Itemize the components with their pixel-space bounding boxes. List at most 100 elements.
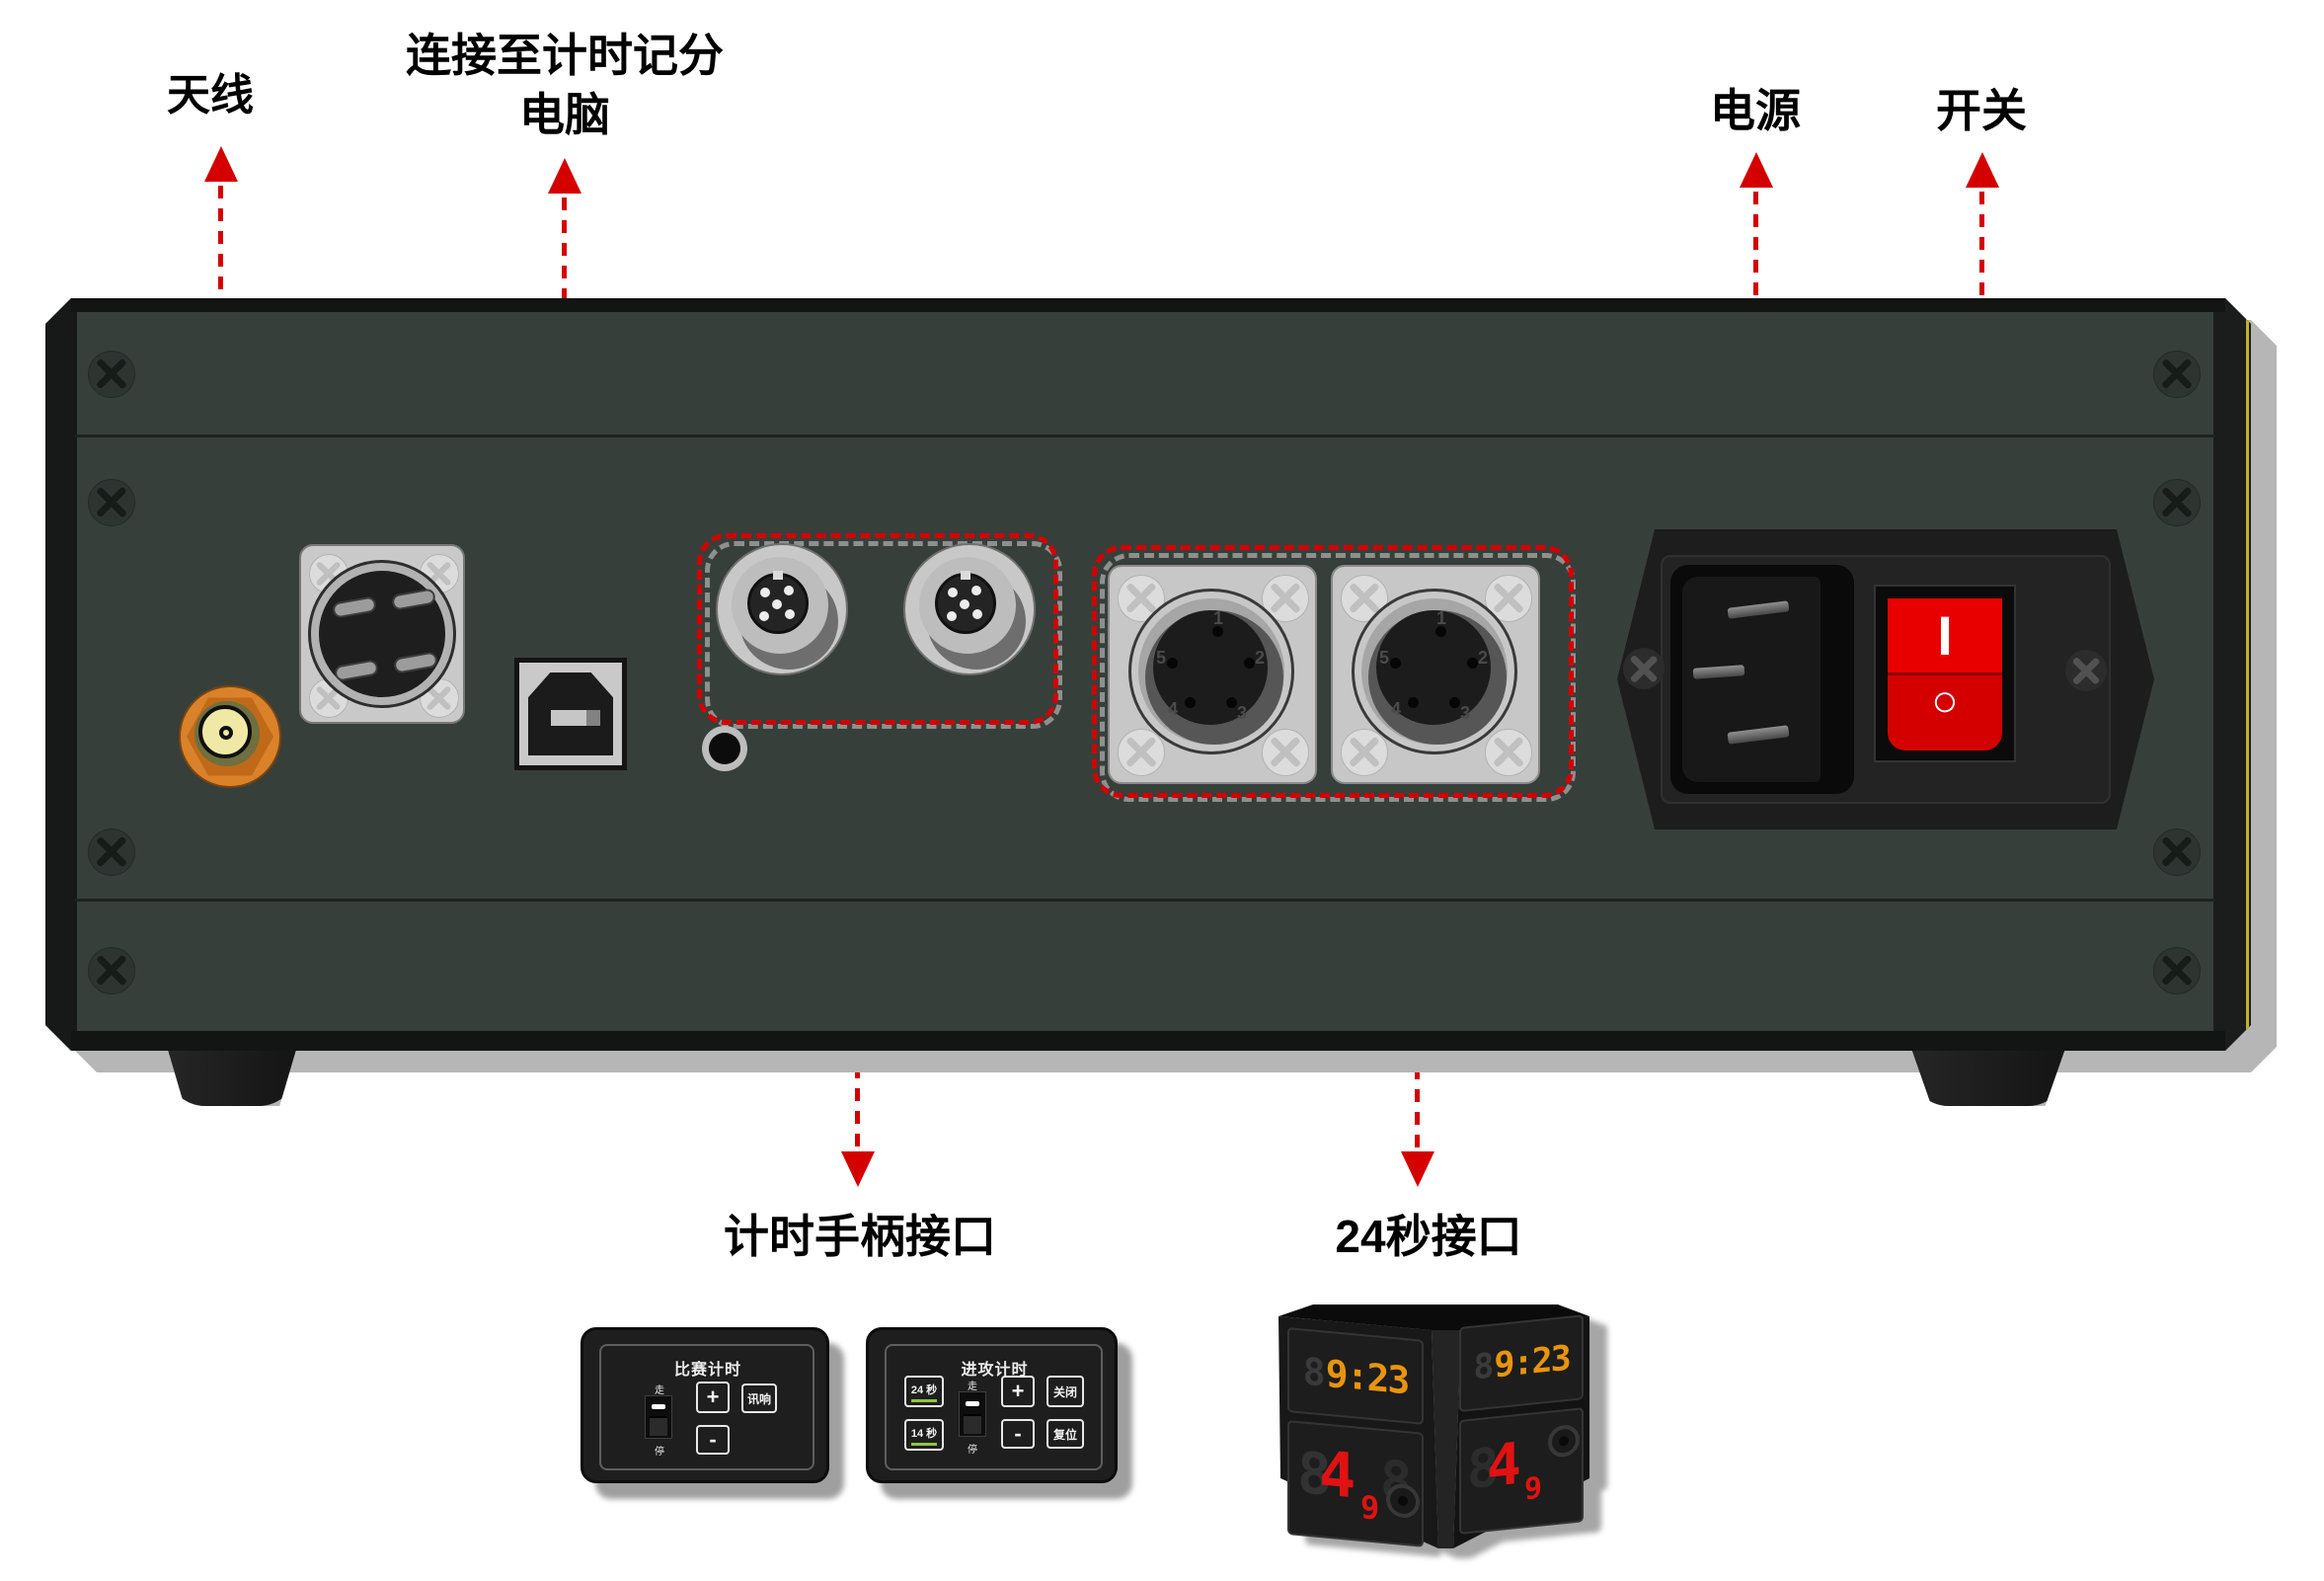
usb-b-port [514,658,627,770]
game-time-value: 9:23 [1325,1351,1409,1403]
rocker-off-half: ○ [1888,675,2002,751]
switch-label: 开关 [1936,85,2027,136]
screw-icon [1623,648,1665,689]
toggle-stop-label: 停 [655,1447,664,1458]
ghost-digit: 8 [1473,1346,1495,1388]
screw-icon [2153,479,2201,526]
attack-clock-handle-panel: 进攻计时 24 秒 14 秒 走 停 + - 关闭 复位 [866,1327,1118,1483]
din-pin [948,588,958,597]
shot-plus-button[interactable]: + [1001,1376,1035,1407]
pin-number: 3 [1459,703,1470,723]
shot-time-display: 8 4 9 8 [1287,1420,1424,1547]
handle-ports-highlight-gray [705,541,1062,729]
horn-center [1398,1495,1408,1507]
chassis-bottom-edge [71,1031,2225,1051]
time-minus-button[interactable]: - [696,1425,730,1455]
xlr5-pinhole [1185,697,1196,708]
ghost-digit: 8 [1302,1349,1326,1395]
din-pin [759,611,769,621]
screw-icon [88,829,135,876]
cube-left-displays: 8 9:23 8 4 9 8 [1287,1325,1426,1549]
chassis-right-accent [2246,308,2249,1041]
set-14s-button[interactable]: 14 秒 [904,1419,944,1451]
shot24-xlr5-connector-2: 1 2 3 4 5 [1331,565,1540,784]
set-24s-button[interactable]: 24 秒 [904,1376,944,1407]
shot-seconds-value: 4 [1319,1436,1356,1513]
din-pin [972,609,982,619]
din-pin [772,599,782,609]
toggle-run-label: 走 [968,1382,977,1392]
xlr5-pinhole [1244,658,1255,669]
computer-label-line2: 电脑 [519,89,610,140]
panel-title: 进攻计时 [961,1362,1029,1379]
run-stop-toggle[interactable] [959,1391,986,1437]
screw-icon [88,479,135,526]
shot24-arrow-icon [1401,1151,1434,1187]
pin-number: 5 [1155,648,1166,668]
shot-tenths-value: 9 [1360,1487,1380,1528]
handle-din-connector-2 [903,543,1036,675]
xlr5-pinhole [1390,658,1401,669]
screw-icon [1485,729,1532,776]
toggle-run-label: 走 [655,1385,664,1396]
game-time-display: 8 9:23 [1459,1314,1584,1412]
screw-icon [88,351,135,398]
time-plus-button[interactable]: + [696,1382,730,1413]
din-pin [960,599,969,609]
power-label: 电源 [1710,85,1801,136]
computer-label-line1: 连接至计时记分 [406,30,724,81]
pin-number: 1 [1435,608,1446,628]
shot24-xlr5-connector-1: 1 2 3 4 5 [1108,565,1317,784]
green-led-bar [911,1398,937,1402]
usb-b-slot-shade [586,710,600,726]
chassis-left-bevel [45,298,77,1051]
antenna-label: 天线 [167,71,254,119]
toggle-bar [652,1404,665,1409]
panel-inner-outline [885,1344,1103,1470]
game-time-value: 9:23 [1494,1338,1570,1386]
shot24-ports-highlight [1092,545,1574,798]
reset-button[interactable]: 复位 [1046,1419,1084,1449]
xlr5-pinhole [1212,626,1223,637]
set-14s-label: 14 秒 [910,1427,938,1440]
shot-tenths-value: 9 [1524,1470,1543,1508]
rocker-on-half: I [1888,598,2002,675]
screw-icon [1262,575,1309,622]
run-stop-toggle[interactable] [645,1395,672,1439]
pin-number: 5 [1378,648,1389,668]
din-notch [961,571,970,580]
xlr5-pinhole [1408,697,1419,708]
shot-time-display: 8 4 9 [1459,1407,1584,1535]
shot-minus-button[interactable]: - [1001,1419,1035,1449]
shot-seconds-value: 4 [1487,1429,1521,1501]
xlr5-pinhole [1167,658,1178,669]
din-pin [784,586,794,595]
pin-number: 1 [1212,608,1223,628]
rocker-switch[interactable]: I ○ [1888,598,2002,751]
screw-icon [88,947,135,994]
handle-ports-highlight [697,533,1058,725]
xlr5-pinhole [1226,697,1237,708]
toggle-stop-label: 停 [968,1445,977,1456]
toggle-bar [966,1401,979,1406]
buzzer-button[interactable]: 讯响 [741,1383,777,1413]
din-recess [935,573,996,634]
screw-icon [1341,729,1388,776]
pin-number: 2 [1254,648,1265,668]
computer-arrow-icon [548,158,581,194]
handle-port-label: 计时手柄接口 [724,1211,996,1262]
antenna-center-pin [219,726,233,740]
close-button[interactable]: 关闭 [1046,1376,1084,1407]
chassis-seam-upper [75,435,2215,437]
aux-jack [702,726,747,771]
din-pin [785,609,795,619]
handle-din-connector-1 [716,543,848,675]
green-led-bar [911,1442,937,1446]
handle-arrow-icon [841,1151,875,1187]
panel-title: 比赛计时 [673,1362,741,1379]
pin-number: 4 [1390,699,1401,719]
power-off-symbol: ○ [1931,674,1959,726]
chassis-top-edge [71,298,2225,312]
chassis-right-bevel [2213,298,2251,1051]
